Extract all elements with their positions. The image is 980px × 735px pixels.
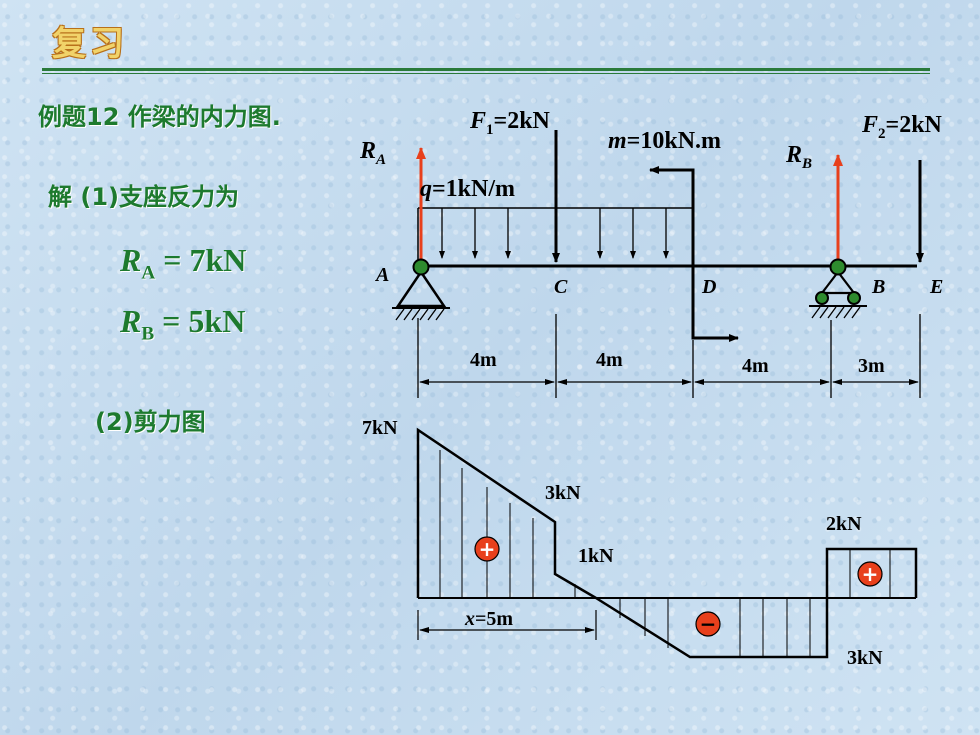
moment-arrow [649, 166, 739, 342]
dim-2: 4m [596, 349, 623, 371]
f1-label: F1=2kN [469, 108, 551, 138]
minus-sign: − [695, 611, 721, 637]
point-e-label: E [929, 276, 943, 298]
rb-beam-label: RB [785, 142, 812, 172]
svg-text:−: − [700, 612, 717, 636]
point-d-label: D [701, 276, 716, 298]
shear-value-7kn: 7kN [362, 417, 398, 439]
pin-support-a [392, 258, 450, 321]
shear-value-2kn: 2kN [826, 513, 862, 535]
x-dimension-label: x=5m [464, 608, 513, 630]
dim-4: 3m [858, 355, 885, 377]
f2-label: F2=2kN [861, 112, 943, 142]
solution-heading: 解 (1)支座反力为 [48, 183, 239, 211]
dim-3: 4m [742, 355, 769, 377]
shear-value-3kn: 3kN [545, 482, 581, 504]
rb-symbol: R [120, 303, 142, 339]
shear-value-1kn: 1kN [578, 545, 614, 567]
svg-text:+: + [479, 537, 496, 561]
svg-text:+: + [862, 562, 879, 586]
q-label: q=1kN/m [420, 176, 515, 202]
ra-result: RA = 7kN [120, 242, 246, 284]
slide-title: 复习 [52, 24, 128, 64]
ra-beam-label: RA [359, 138, 386, 168]
point-b-label: B [871, 276, 885, 298]
shear-heading: (2)剪力图 [95, 408, 206, 436]
point-a-label: A [374, 264, 389, 286]
title-rule-thin [42, 73, 930, 74]
shear-diagram [416, 427, 918, 659]
plus-sign-left: + [474, 536, 500, 562]
ra-symbol: R [120, 242, 142, 278]
dim-1: 4m [470, 349, 497, 371]
ra-subscript: A [141, 262, 156, 284]
example-heading: 例题12 作梁的内力图. [38, 103, 281, 131]
point-c-label: C [554, 276, 568, 298]
shear-value-3kn-neg: 3kN [847, 647, 883, 669]
moment-label: m=10kN.m [608, 128, 721, 154]
rb-result: RB = 5kN [120, 303, 245, 345]
title-rule [42, 68, 930, 71]
roller-support-b [809, 258, 867, 319]
rb-subscript: B [141, 323, 155, 345]
ra-value: = 7kN [155, 242, 247, 278]
rb-value: = 5kN [154, 303, 246, 339]
dimension-lines [417, 314, 921, 398]
plus-sign-right: + [857, 561, 883, 587]
